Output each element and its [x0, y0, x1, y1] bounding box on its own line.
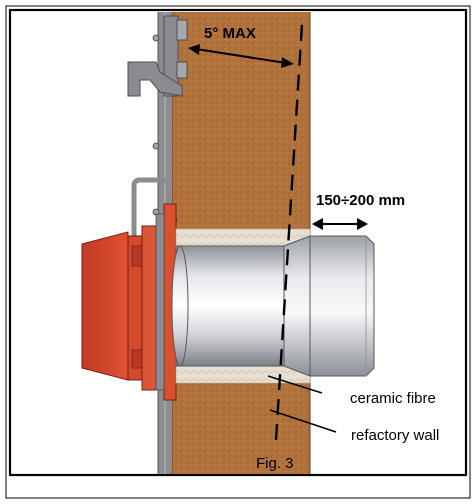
ceramic-fibre-label: ceramic fibre — [350, 390, 436, 407]
leader-ceramic-fibre — [267, 375, 323, 394]
refractory-wall-label: refactory wall — [351, 427, 439, 444]
inner-frame — [8, 8, 468, 477]
angle-label: 5° MAX — [204, 25, 256, 42]
hinge-bracket — [127, 15, 188, 150]
insertion-arrow — [312, 218, 368, 230]
burner-body — [81, 203, 177, 401]
insertion-label: 150÷200 mm — [316, 192, 405, 209]
lifting-handle — [131, 177, 171, 236]
figure-caption: Fig. 3 — [256, 455, 294, 472]
leader-refractory-wall — [269, 409, 337, 433]
inclination-dashed-line — [274, 23, 304, 441]
combustion-tube — [171, 235, 375, 377]
angle-arrow — [188, 44, 294, 68]
